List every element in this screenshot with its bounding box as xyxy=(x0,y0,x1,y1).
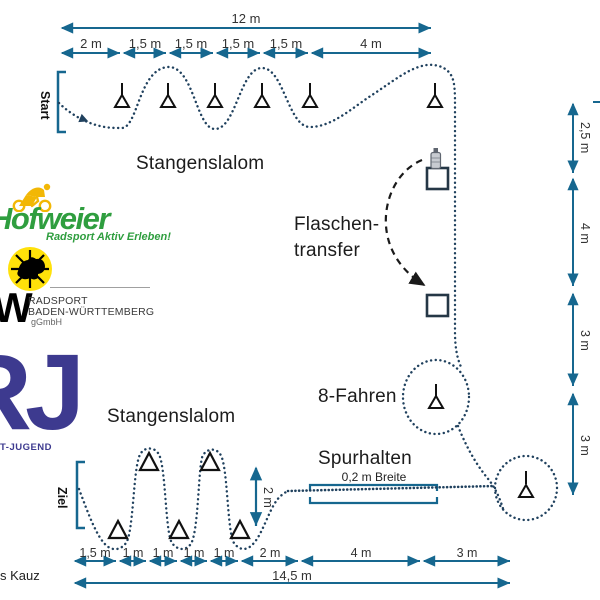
station-label-slalom-top: Stangenslalom xyxy=(136,153,265,174)
triangle-marker-icon xyxy=(138,450,160,472)
slalom-pole-icon xyxy=(517,471,535,498)
credit-text: s Kauz xyxy=(0,568,40,583)
right-seg-dim-label: 3 m xyxy=(578,434,592,456)
slalom-pole-icon xyxy=(206,83,224,108)
hofweier-tagline: Radsport Aktiv Erleben! xyxy=(46,231,171,243)
bottom-seg-dim-label: 1 m xyxy=(152,546,174,560)
slalom-pole-icon xyxy=(427,384,445,409)
triangle-marker-icon xyxy=(229,518,251,540)
top-dimension-arrows xyxy=(60,22,431,59)
cyclist-icon xyxy=(12,183,52,212)
start-direction-arrowhead xyxy=(78,113,89,123)
bottom-seg-dim-label: 4 m xyxy=(350,546,372,560)
ziel-label: Ziel xyxy=(55,487,69,509)
hofweier-wordmark: Hofweier xyxy=(0,201,110,236)
triangle-marker-icon xyxy=(107,518,129,540)
rj-text: T-JUGEND xyxy=(0,442,53,453)
bottom-dimension-arrows xyxy=(73,555,510,589)
flaschentransfer-boxes xyxy=(425,166,450,318)
bottom-seg-dim-label: 1,5 m xyxy=(79,546,111,560)
top-seg-dim-label: 2 m xyxy=(80,36,102,51)
rj-letters: RJ xyxy=(0,331,85,452)
triangle-marker-icons xyxy=(107,450,251,540)
bottom-total-dim-label: 14,5 m xyxy=(272,568,312,583)
bw-divider xyxy=(50,287,150,288)
slalom-pole-icon xyxy=(426,83,444,108)
slalom-pole-icon xyxy=(113,83,131,108)
bottom-seg-dim-label: 1 m xyxy=(213,546,235,560)
slalom-pole-icon xyxy=(253,83,271,108)
bw-letter: W xyxy=(0,284,33,331)
slalom-width-dim-label: 2 m xyxy=(261,486,275,508)
station-label-flaschentransfer-2: transfer xyxy=(294,240,361,261)
course-path xyxy=(57,63,559,551)
station-label-flaschentransfer-1: Flaschen- xyxy=(294,214,380,235)
right-dimension-arrows xyxy=(567,101,600,495)
top-seg-dim-label: 1,5 m xyxy=(174,36,208,51)
right-seg-dim-label: 2,5 m xyxy=(578,122,592,154)
top-seg-dim-label: 1,5 m xyxy=(221,36,255,51)
lion-badge-art xyxy=(11,250,49,288)
right-seg-dim-label: 4 m xyxy=(578,222,592,244)
spurhalten-lane-path xyxy=(286,484,497,493)
station-label-acht-fahren: 8-Fahren xyxy=(318,386,397,407)
top-seg-dim-label: 1,5 m xyxy=(128,36,162,51)
bw-line3: gGmbH xyxy=(31,317,63,327)
bottom-seg-dim-label: 1 m xyxy=(183,546,205,560)
bw-line2: BADEN-WÜRTTEMBERG xyxy=(28,306,155,318)
top-seg-dim-label: 1,5 m xyxy=(269,36,303,51)
ziel-bracket xyxy=(75,460,85,530)
transfer-dashed-arrow xyxy=(384,158,426,286)
top-seg-dim-label: 4 m xyxy=(360,36,382,51)
bottom-seg-dim-label: 1 m xyxy=(122,546,144,560)
bottom-seg-dim-label: 3 m xyxy=(456,546,478,560)
start-bracket xyxy=(56,70,66,134)
right-seg-dim-label: 3 m xyxy=(578,329,592,351)
station-label-slalom-bottom: Stangenslalom xyxy=(107,406,236,427)
slalom-pole-icons xyxy=(113,83,535,498)
bottle-icon xyxy=(430,148,442,170)
bw-line1: RADSPORT xyxy=(28,295,88,307)
triangle-marker-icon xyxy=(199,450,221,472)
bottom-seg-dim-label: 2 m xyxy=(259,546,281,560)
start-label: Start xyxy=(38,90,52,120)
slalom-pole-icon xyxy=(159,83,177,108)
station-label-spurhalten: Spurhalten xyxy=(318,448,412,469)
slalom-pole-icon xyxy=(301,83,319,108)
lane-width-label: 0,2 m Breite xyxy=(341,470,407,484)
triangle-marker-icon xyxy=(168,518,190,540)
top-total-dim-label: 12 m xyxy=(231,11,261,26)
